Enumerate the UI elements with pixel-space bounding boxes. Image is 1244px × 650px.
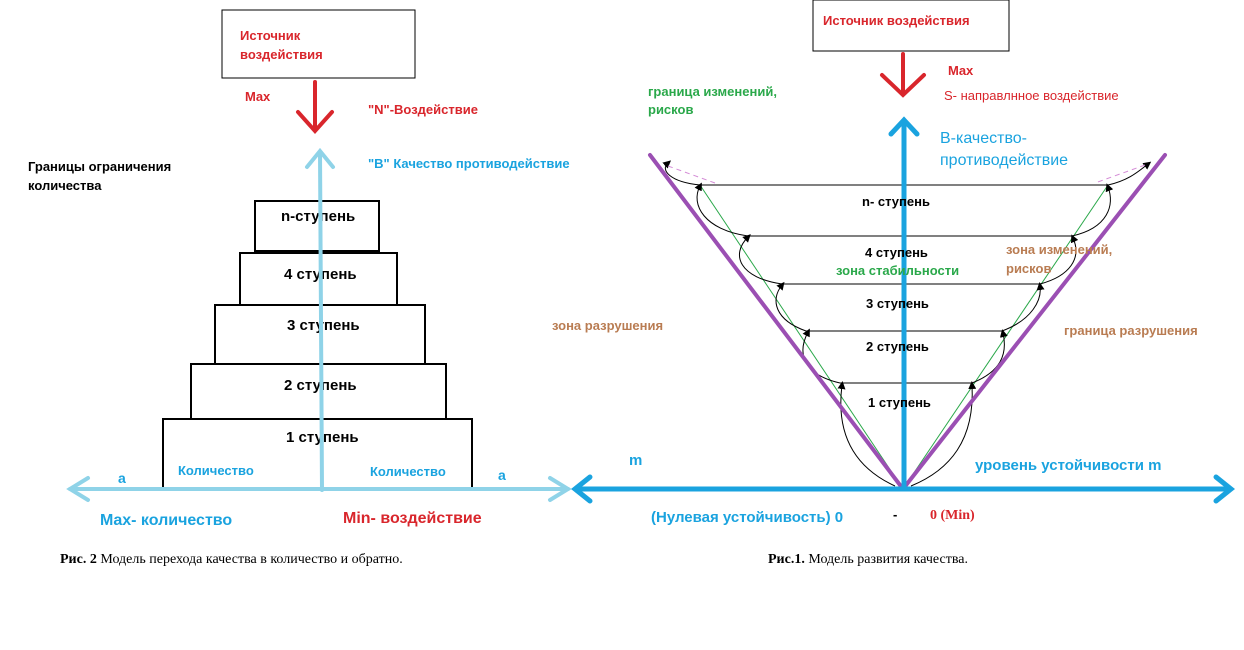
right-destruction-boundary: граница разрушения xyxy=(1064,323,1198,338)
right-step-label-2: 2 ступень xyxy=(866,339,929,354)
left-quantity-axis xyxy=(66,476,572,502)
right-boundary-changes: граница изменений, рисков xyxy=(648,84,781,117)
left-a-left: a xyxy=(118,470,126,486)
left-caption: Рис. 2 Модель перехода качества в количе… xyxy=(60,552,403,567)
right-boundary-changes-line1: граница изменений, xyxy=(648,84,777,99)
left-b-quality-label: "B" Качество противодействие xyxy=(368,156,570,171)
left-source-box xyxy=(221,9,416,79)
left-step-box-1 xyxy=(162,418,473,490)
left-min-impact: Min- воздействие xyxy=(343,510,482,527)
right-step-label-1: 1 ступень xyxy=(868,395,931,410)
right-m-label: m xyxy=(629,452,642,469)
left-quantity-left: Количество xyxy=(178,463,254,478)
right-boundary-changes-line2: рисков xyxy=(648,102,693,117)
left-caption-text: Модель перехода качества в количество и … xyxy=(97,552,403,567)
right-max-label: Max xyxy=(948,63,974,78)
right-step-label-4: 4 ступень xyxy=(865,245,928,260)
left-limits-label: Границы ограничения количества xyxy=(28,159,175,193)
right-caption-bold: Рис.1. xyxy=(768,552,805,567)
right-b-quality-line2: противодействие xyxy=(940,152,1068,169)
left-step-label-n: n-ступень xyxy=(281,208,355,225)
left-step-label-3: 3 ступень xyxy=(287,317,360,334)
left-max-quantity: Max- количество xyxy=(100,512,232,529)
right-destruction-boundary-lines xyxy=(648,153,1167,491)
left-max-label: Max xyxy=(245,89,271,104)
left-source-label: Источник воздействия xyxy=(240,28,323,62)
right-caption: Рис.1. Модель развития качества. xyxy=(768,552,968,567)
right-impact-arrow xyxy=(880,52,926,98)
left-quantity-right: Количество xyxy=(370,464,446,479)
right-caption-text: Модель развития качества. xyxy=(805,552,968,567)
left-steps xyxy=(162,200,473,490)
right-zero-min: 0 (Min) xyxy=(930,508,975,523)
right-changes-zone-line1: зона изменений, xyxy=(1006,242,1112,257)
left-source-line1: Источник xyxy=(240,28,301,43)
right-changes-zone-line2: рисков xyxy=(1006,261,1051,276)
right-b-quality-line1: В-качество- xyxy=(940,130,1027,147)
left-impact-arrow xyxy=(296,80,334,134)
right-stability-zone: зона стабильности xyxy=(836,263,959,278)
right-right-curves xyxy=(910,161,1152,487)
right-source-label: Источник воздействия xyxy=(823,13,970,28)
right-stability-axis xyxy=(570,474,1236,504)
right-destruction-zone: зона разрушения xyxy=(552,318,663,333)
right-source-box xyxy=(812,0,1010,52)
right-step-label-n: n- ступень xyxy=(862,194,930,209)
left-source-line2: воздействия xyxy=(240,47,323,62)
left-n-impact-label: "N"-Воздействие xyxy=(368,102,478,117)
left-limits-line2: количества xyxy=(28,178,102,193)
right-figure: Источник воздействия Max S- направлнное … xyxy=(552,0,1236,567)
left-a-right: a xyxy=(498,467,506,483)
right-quality-axis xyxy=(888,116,920,492)
left-limits-line1: Границы ограничения xyxy=(28,159,171,174)
left-step-box-4 xyxy=(239,252,398,306)
right-stability-level: уровень устойчивости m xyxy=(975,457,1161,474)
left-caption-bold: Рис. 2 xyxy=(60,552,97,567)
right-zero-stability: (Нулевая устойчивость) 0 xyxy=(651,509,843,526)
right-step-label-3: 3 ступень xyxy=(866,296,929,311)
left-step-box-n xyxy=(254,200,380,252)
right-dash: - xyxy=(893,507,897,522)
right-s-impact-label: S- направлнное воздействие xyxy=(944,88,1119,103)
right-changes-zone: зона изменений, рисков xyxy=(1006,242,1116,276)
right-b-quality-label: В-качество- противодействие xyxy=(940,130,1068,169)
left-quality-arrow xyxy=(305,147,335,492)
left-figure: Источник воздействия Max "N"-Воздействие… xyxy=(28,9,572,567)
